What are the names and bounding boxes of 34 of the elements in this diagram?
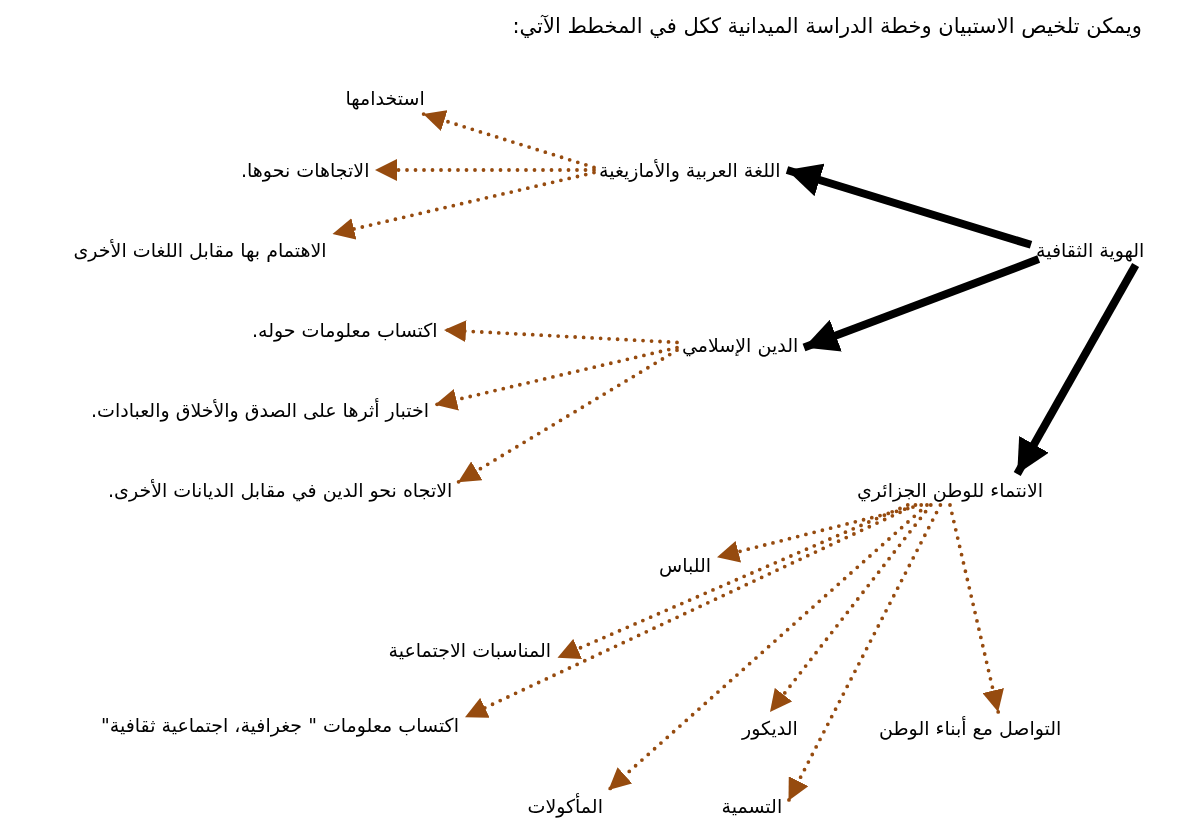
arrow <box>456 348 679 485</box>
arrow <box>948 503 1004 714</box>
node-label: التسمية <box>718 793 786 819</box>
node-label: اكتساب معلومات " جغرافية، اجتماعية ثقافية" <box>98 712 462 738</box>
node-label: اللغة العربية والأمازيغية <box>596 157 784 183</box>
arrow <box>715 503 924 563</box>
node-label: التواصل مع أبناء الوطن <box>876 715 1065 741</box>
node-label: اختبار أثرها على الصدق والأخلاق والعبادات. <box>88 397 432 423</box>
node-label: المناسبات الاجتماعية <box>385 637 555 663</box>
node-label: اللباس <box>656 552 715 578</box>
node-label: الانتماء للوطن الجزائري <box>854 477 1047 503</box>
node-label: المأكولات <box>524 793 606 819</box>
arrow <box>606 503 929 792</box>
arrow <box>463 503 918 720</box>
arrow <box>442 320 679 345</box>
node-label: الدين الإسلامي <box>679 332 802 358</box>
node-label: الديكور <box>739 715 801 741</box>
arrow <box>555 503 910 660</box>
node-label: الاتجاه نحو الدين في مقابل الديانات الأخرى. <box>105 477 456 503</box>
title: ويمكن تلخيص الاستبيان وخطة الدراسة الميدانية ككل في المخطط الآتي: <box>512 14 1142 38</box>
arrow <box>421 110 596 170</box>
node-label: الاتجاهات نحوها. <box>238 157 373 183</box>
arrow <box>768 503 933 714</box>
arrow <box>433 345 679 411</box>
node-label: استخدامها <box>342 85 428 111</box>
arrow <box>785 163 1033 249</box>
arrow <box>802 255 1041 352</box>
arrow <box>330 170 596 240</box>
arrow <box>786 503 943 803</box>
node-label: اكتساب معلومات حوله. <box>249 317 441 343</box>
node-label: الهوية الثقافية <box>1033 237 1148 263</box>
node-label: الاهتمام بها مقابل اللغات الأخرى <box>70 237 330 263</box>
arrow <box>1013 263 1140 476</box>
arrow <box>373 159 596 181</box>
